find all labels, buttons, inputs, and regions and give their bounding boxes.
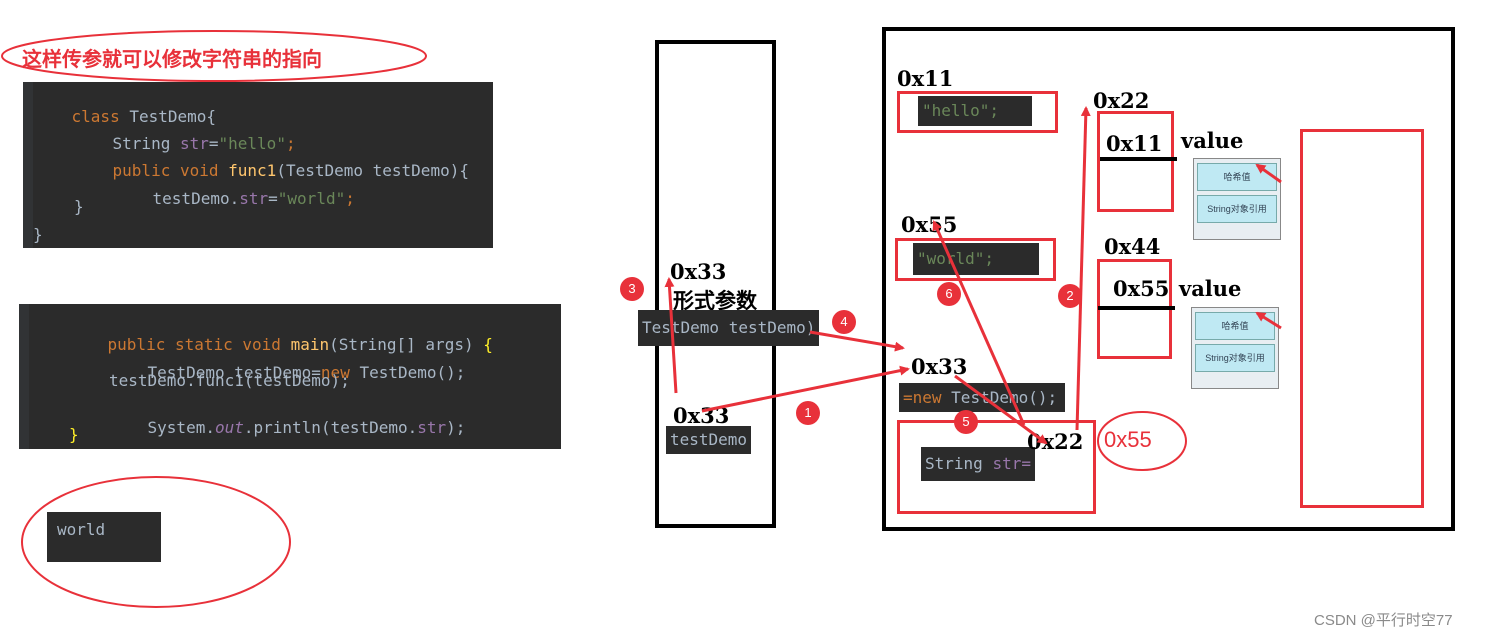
value-label-2: value (1179, 276, 1242, 301)
call-line: testDemo.func1(testDemo); (109, 371, 350, 390)
arrow-3 (664, 277, 678, 394)
field-value: "hello" (218, 134, 286, 153)
arrow-2 (1075, 106, 1091, 431)
method-close-brace: } (74, 197, 84, 216)
new-keyword: new (320, 363, 360, 382)
field-chip-type: String (925, 454, 993, 473)
string1-box (1097, 111, 1174, 212)
param-label: 形式参数 (673, 288, 757, 313)
world-chip: "world"; (913, 243, 1039, 275)
string2-address: 0x44 (1104, 234, 1161, 259)
thumb-ref: String对象引用 (1197, 195, 1277, 223)
code-gutter (23, 82, 33, 248)
output-text: world (57, 520, 106, 539)
print-system: System. (147, 418, 215, 437)
object-box (897, 420, 1096, 514)
object-address: 0x33 (911, 354, 968, 379)
field-semicolon: ; (285, 134, 296, 153)
print-field: str (417, 418, 447, 437)
world-address: 0x55 (901, 212, 958, 237)
class-code-block: class TestDemo{ String str="hello"; publ… (23, 82, 493, 248)
method-params: (TestDemo testDemo){ (276, 161, 469, 180)
arrow-4 (809, 330, 905, 352)
world-value: "world"; (917, 249, 995, 268)
string1-underline (1100, 157, 1177, 161)
output-ellipse (21, 476, 291, 608)
class-close-brace: } (33, 225, 43, 244)
print-call: .println(testDemo. (243, 418, 418, 437)
hello-value: "hello"; (922, 101, 1000, 120)
assign-value: "world" (277, 189, 346, 208)
public-keyword: public (112, 161, 180, 180)
print-close: ); (446, 418, 466, 437)
assign-semicolon: ; (345, 189, 355, 208)
main-name: main (290, 335, 330, 354)
field-eq: = (208, 134, 219, 153)
field-chip-name: str= (992, 454, 1031, 473)
field-name: str (179, 134, 209, 153)
badge-1: 1 (796, 401, 820, 425)
method-name: func1 (228, 161, 277, 180)
thumb1-arrow (1255, 163, 1282, 184)
thumb-ref: String对象引用 (1195, 344, 1275, 372)
new-address-ellipse (1097, 411, 1187, 471)
thumb2-arrow (1255, 311, 1282, 330)
decl-right: TestDemo(); (359, 363, 466, 382)
caption-text: 这样传参就可以修改字符串的指向 (22, 47, 322, 71)
main-open-brace: { (483, 335, 493, 354)
thumb-hash: 哈希值 (1197, 163, 1277, 191)
main-close-brace: } (69, 425, 79, 444)
local-chip: testDemo (666, 426, 752, 454)
arrow-5 (954, 374, 1048, 445)
param-chip: TestDemo testDemo) (638, 310, 820, 346)
arrow-1 (701, 365, 910, 413)
new-address: 0x55 (1104, 427, 1152, 452)
string1-address: 0x22 (1093, 88, 1150, 113)
assign-eq: = (268, 189, 278, 208)
field-chip: String str= (921, 447, 1035, 481)
main-params: (String[] args) (329, 335, 484, 354)
assign-field: str (239, 189, 269, 208)
value-label-1: value (1181, 128, 1244, 153)
field-address: 0x22 (1027, 429, 1084, 454)
arrow-6 (932, 220, 1026, 426)
field-type: String (112, 134, 180, 153)
world-box (895, 238, 1056, 281)
hello-box (897, 91, 1058, 133)
param-address: 0x33 (670, 259, 727, 284)
void-keyword: void (179, 161, 229, 180)
watermark: CSDN @平行时空77 (1314, 612, 1453, 629)
badge-5: 5 (954, 410, 978, 434)
assign-object: testDemo. (152, 189, 240, 208)
badge-6: 6 (937, 282, 961, 306)
string2-underline (1098, 306, 1175, 310)
string1-value: 0x11 (1106, 131, 1163, 156)
class-name: TestDemo{ (119, 107, 217, 126)
badge-2: 2 (1058, 284, 1082, 308)
object-new-keyword: =new (903, 388, 952, 407)
stack-frame (655, 40, 776, 528)
string2-value: 0x55 (1113, 276, 1170, 301)
string2-thumbnail: 哈希值 String对象引用 (1191, 307, 1279, 389)
class-keyword: class (71, 107, 120, 126)
badge-4: 4 (832, 310, 856, 334)
array-box (1300, 129, 1424, 508)
code-gutter (19, 304, 29, 449)
decl-left: TestDemo testDemo= (147, 363, 321, 382)
hello-address: 0x11 (897, 66, 954, 91)
output-console: world (47, 512, 161, 562)
hello-chip: "hello"; (918, 96, 1032, 126)
print-out: out (214, 418, 244, 437)
main-code-block: public static void main(String[] args) {… (19, 304, 561, 449)
main-modifiers: public static void (107, 335, 291, 354)
badge-3: 3 (620, 277, 644, 301)
heap-frame (882, 27, 1455, 531)
caption-ellipse (1, 30, 427, 82)
